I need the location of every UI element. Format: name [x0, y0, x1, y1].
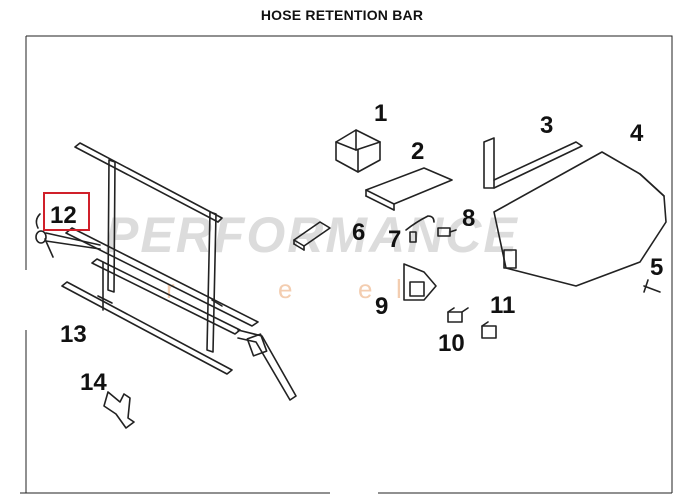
callout-8[interactable]: 8	[462, 205, 475, 232]
part-14-bracket[interactable]	[103, 391, 135, 429]
callout-4[interactable]: 4	[630, 120, 644, 147]
callout-highlight-box	[43, 192, 90, 231]
callout-13[interactable]: 13	[60, 321, 87, 348]
callout-12[interactable]: 12	[50, 202, 77, 229]
callout-1[interactable]: 1	[374, 100, 387, 127]
callout-3[interactable]: 3	[540, 112, 553, 139]
part-9-latch-block[interactable]	[403, 263, 437, 301]
watermark-text: PERFORMANCE	[105, 207, 519, 263]
part-11-block[interactable]	[481, 321, 497, 339]
watermark-letter: l	[396, 274, 402, 304]
callout-10[interactable]: 10	[438, 330, 465, 357]
part-7-spring-clip[interactable]	[405, 215, 435, 243]
frame-border	[20, 35, 673, 494]
part-12-pin[interactable]	[35, 213, 101, 258]
part-13-retention-bar-frame[interactable]	[61, 142, 259, 375]
callout-7[interactable]: 7	[388, 226, 401, 253]
part-4-panel[interactable]	[493, 151, 667, 287]
part-3-angle-bracket[interactable]	[483, 137, 583, 189]
part-1-cover-bracket[interactable]	[335, 129, 381, 173]
part-8-clip[interactable]	[437, 227, 457, 237]
watermark-letter: e	[278, 274, 292, 304]
part-10-block[interactable]	[447, 307, 469, 323]
callout-14[interactable]: 14	[80, 369, 107, 396]
callout-6[interactable]: 6	[352, 219, 365, 246]
part-6-latch-plate[interactable]	[293, 221, 331, 251]
callout-2[interactable]: 2	[411, 138, 424, 165]
callout-11[interactable]: 11	[490, 292, 515, 319]
part-5-screw[interactable]	[643, 279, 661, 293]
latch-lever[interactable]	[237, 329, 297, 401]
watermark-letter: r	[166, 274, 175, 304]
diagram-title: HOSE RETENTION BAR	[260, 7, 424, 23]
part-2-mounting-plate[interactable]	[365, 167, 453, 211]
callout-5[interactable]: 5	[650, 254, 663, 281]
callout-9[interactable]: 9	[375, 293, 388, 320]
watermark-letter: e	[358, 274, 372, 304]
